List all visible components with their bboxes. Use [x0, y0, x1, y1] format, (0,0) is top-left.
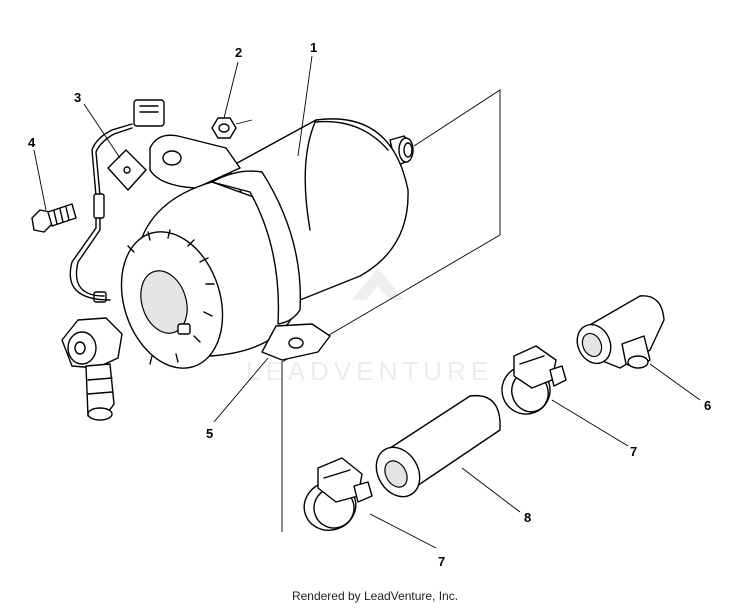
inlet-fitting — [61, 317, 123, 421]
wire-connector-plug — [133, 99, 165, 127]
watermark-text: LEADVENTURE — [246, 356, 493, 386]
callout-2: 2 — [235, 45, 242, 60]
callout-7-lower: 7 — [438, 554, 445, 569]
wire-harness — [69, 99, 165, 301]
hex-nut — [211, 117, 253, 139]
fuel-hose — [375, 394, 501, 498]
fuel-pump-assembly — [93, 118, 414, 369]
callout-5: 5 — [206, 426, 213, 441]
elbow-fitting — [576, 295, 665, 369]
credit-text: Rendered by LeadVenture, Inc. — [291, 589, 459, 603]
leader-lines — [33, 55, 701, 549]
callout-4: 4 — [28, 135, 36, 150]
callout-1: 1 — [310, 40, 317, 55]
callout-8: 8 — [524, 510, 531, 525]
callout-6: 6 — [704, 398, 711, 413]
callout-3: 3 — [74, 90, 81, 105]
hose-clamp-lower — [303, 457, 373, 531]
callout-7-upper: 7 — [630, 444, 637, 459]
bolt — [31, 203, 77, 233]
exploded-view-bracket — [281, 89, 501, 532]
hose-clamp-upper — [501, 345, 567, 415]
